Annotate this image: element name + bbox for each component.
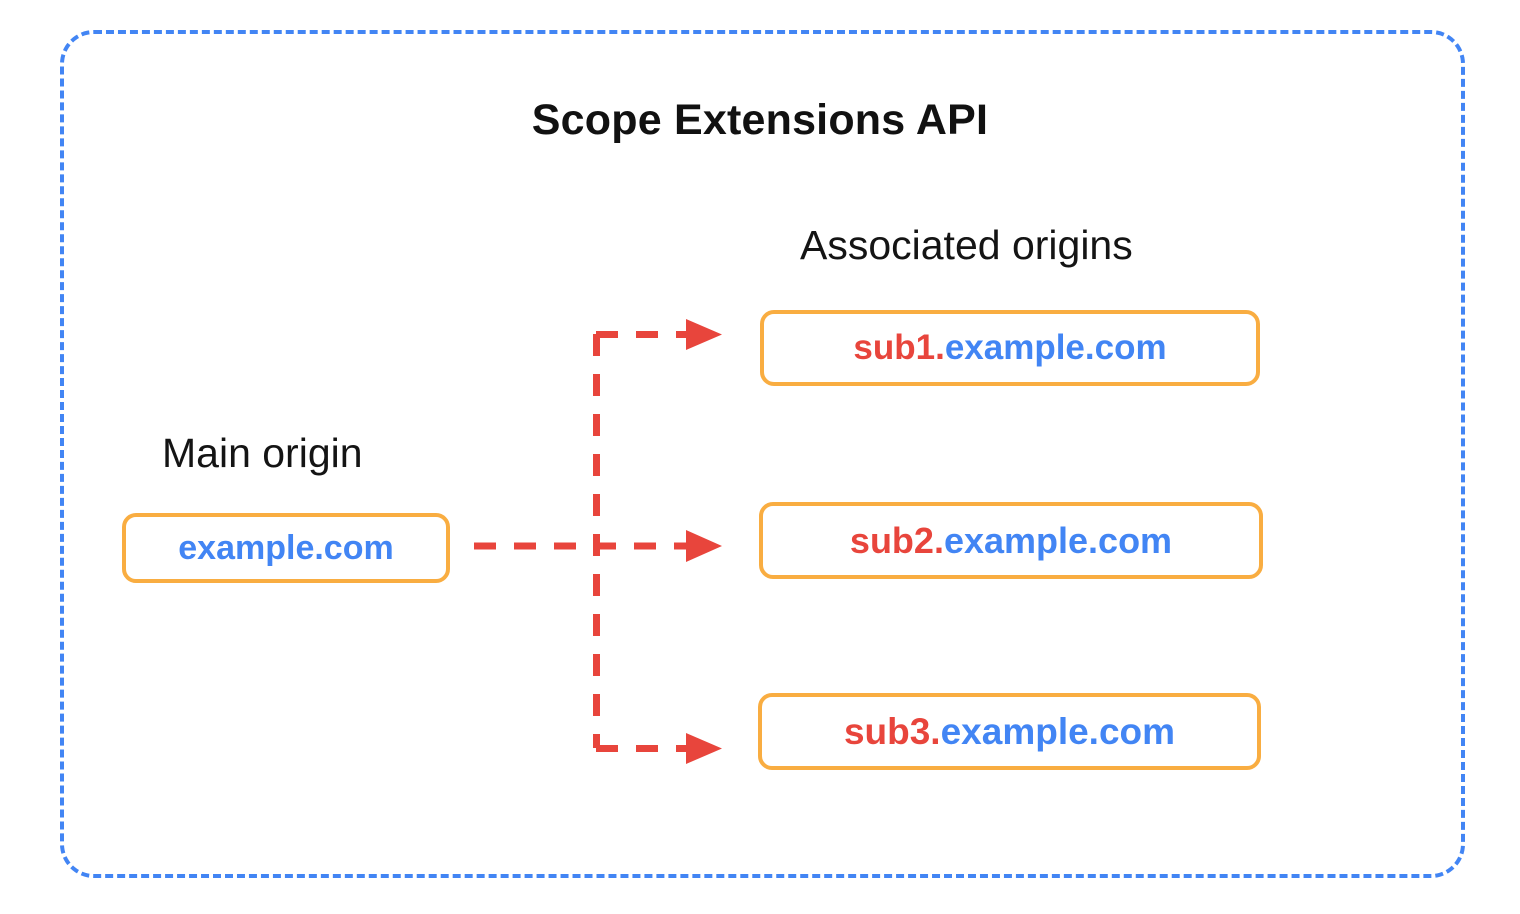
associated-origin-domain-text: example.com [944,328,1167,367]
associated-origin-domain-text: example.com [943,519,1173,561]
associated-origin-subdomain-text: sub2. [849,519,944,561]
associated-origin-box-sub2: sub2.example.com [759,502,1263,579]
associated-origin-domain-text: example.com [940,710,1176,752]
associated-origin-box-sub1: sub1.example.com [760,310,1260,386]
main-origin-box: example.com [122,513,450,583]
associated-origins-heading: Associated origins [800,222,1133,268]
main-origin-domain-text: example.com [178,528,394,567]
scope-extensions-boundary [60,30,1465,878]
page-title: Scope Extensions API [531,96,989,144]
main-origin-label: Main origin [162,430,363,476]
associated-origin-box-sub3: sub3.example.com [758,693,1261,770]
associated-origin-subdomain-text: sub3. [843,710,941,752]
associated-origin-subdomain-text: sub1. [853,328,945,367]
